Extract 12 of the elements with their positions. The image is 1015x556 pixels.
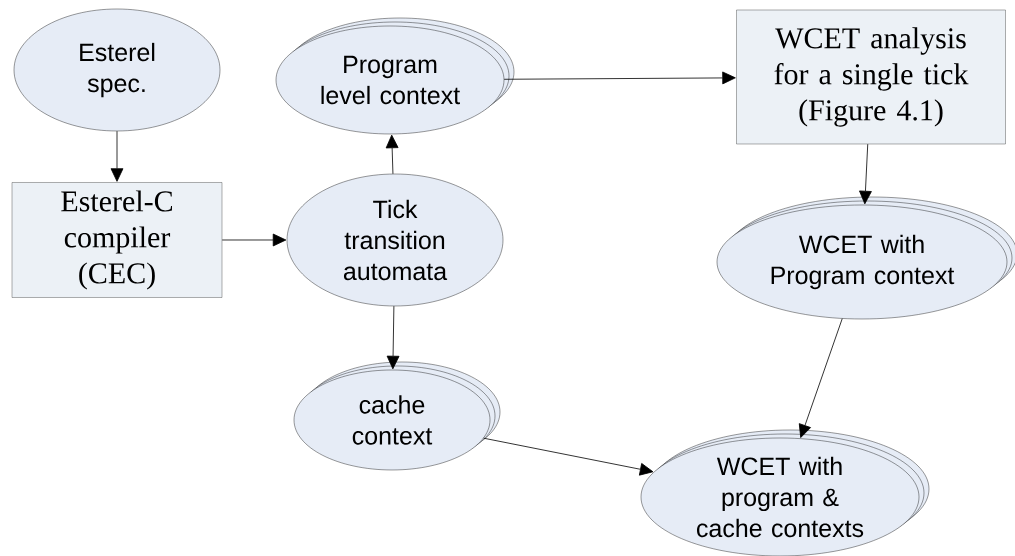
- arrow: [503, 71, 736, 85]
- ellipse-node: Esterel spec.: [13, 8, 221, 132]
- arrow: [110, 130, 124, 182]
- arrow: [859, 143, 872, 205]
- arrow: [221, 233, 287, 247]
- arrow: [483, 437, 654, 476]
- ellipse-node: Tick transition automata: [286, 173, 504, 307]
- arrow: [386, 305, 400, 370]
- process-box: Esterel-C compiler (CEC): [11, 182, 223, 298]
- process-box: WCET analysis for a single tick (Figure 4.1): [736, 9, 1006, 145]
- arrow: [385, 134, 399, 175]
- arrow: [798, 318, 843, 438]
